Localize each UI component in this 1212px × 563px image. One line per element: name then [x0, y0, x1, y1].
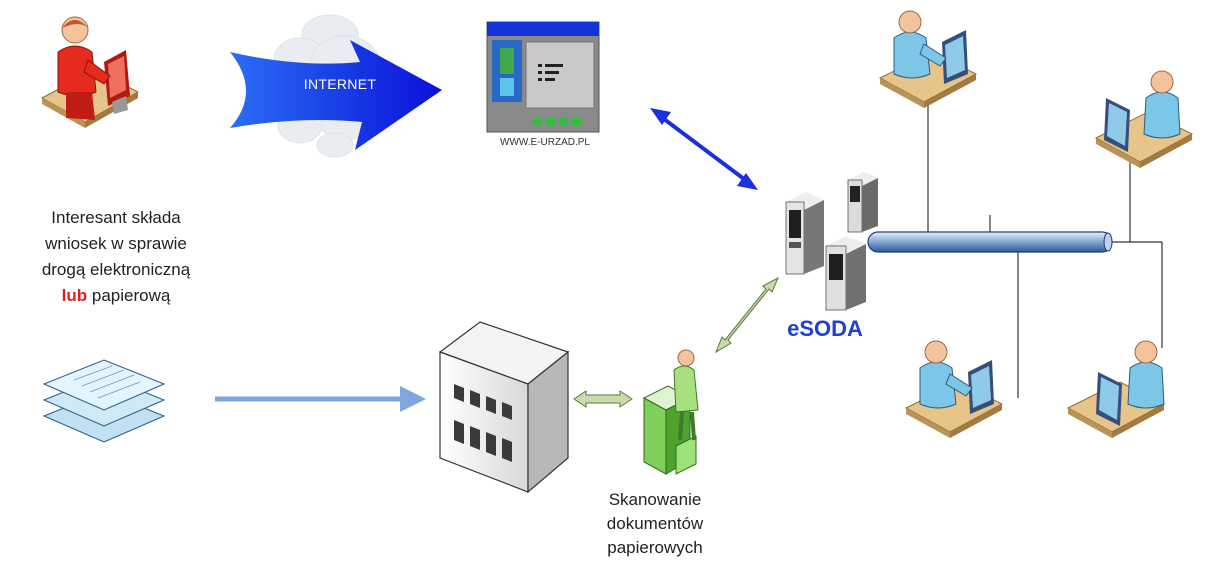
description-or-highlight: lub	[61, 286, 88, 305]
paper-arrow	[215, 386, 426, 412]
scan-line-1: Skanowanie	[608, 490, 702, 509]
web-to-esoda-arrow	[650, 108, 758, 190]
scan-description: Skanowanie dokumentów papierowych	[585, 488, 725, 560]
documents-stack-icon	[42, 359, 166, 443]
scan-line-2: dokumentów	[606, 514, 704, 533]
office-workstation-icon	[904, 340, 1004, 438]
description-line-4: lub papierową	[0, 283, 232, 309]
office-building-icon	[438, 321, 570, 494]
description-rest: papierową	[87, 286, 171, 305]
office-workstation-icon	[1066, 340, 1166, 438]
network-backbone-icon	[867, 231, 1113, 253]
website-window-icon	[486, 21, 600, 133]
website-url-label: WWW.E-URZAD.PL	[500, 137, 590, 148]
description-line-1: Interesant składa	[51, 208, 181, 227]
internet-arrow	[230, 40, 442, 150]
description-line-3: drogą elektroniczną	[41, 260, 191, 279]
building-scanner-arrow	[573, 390, 633, 408]
office-workstation-icon	[1094, 70, 1194, 168]
esoda-system-label: eSODA	[787, 316, 863, 341]
scanner-to-esoda-arrow	[714, 276, 780, 354]
server-icon	[785, 172, 878, 311]
description-line-2: wniosek w sprawie	[45, 234, 187, 253]
internet-label: INTERNET	[303, 76, 377, 92]
office-workstation-icon	[878, 10, 978, 108]
network-lines	[927, 100, 1163, 398]
scanner-operator-icon	[642, 349, 699, 475]
client-description: Interesant składa wniosek w sprawie drog…	[0, 205, 232, 309]
scan-line-3: papierowych	[607, 538, 703, 557]
client-at-computer-icon	[40, 16, 140, 128]
